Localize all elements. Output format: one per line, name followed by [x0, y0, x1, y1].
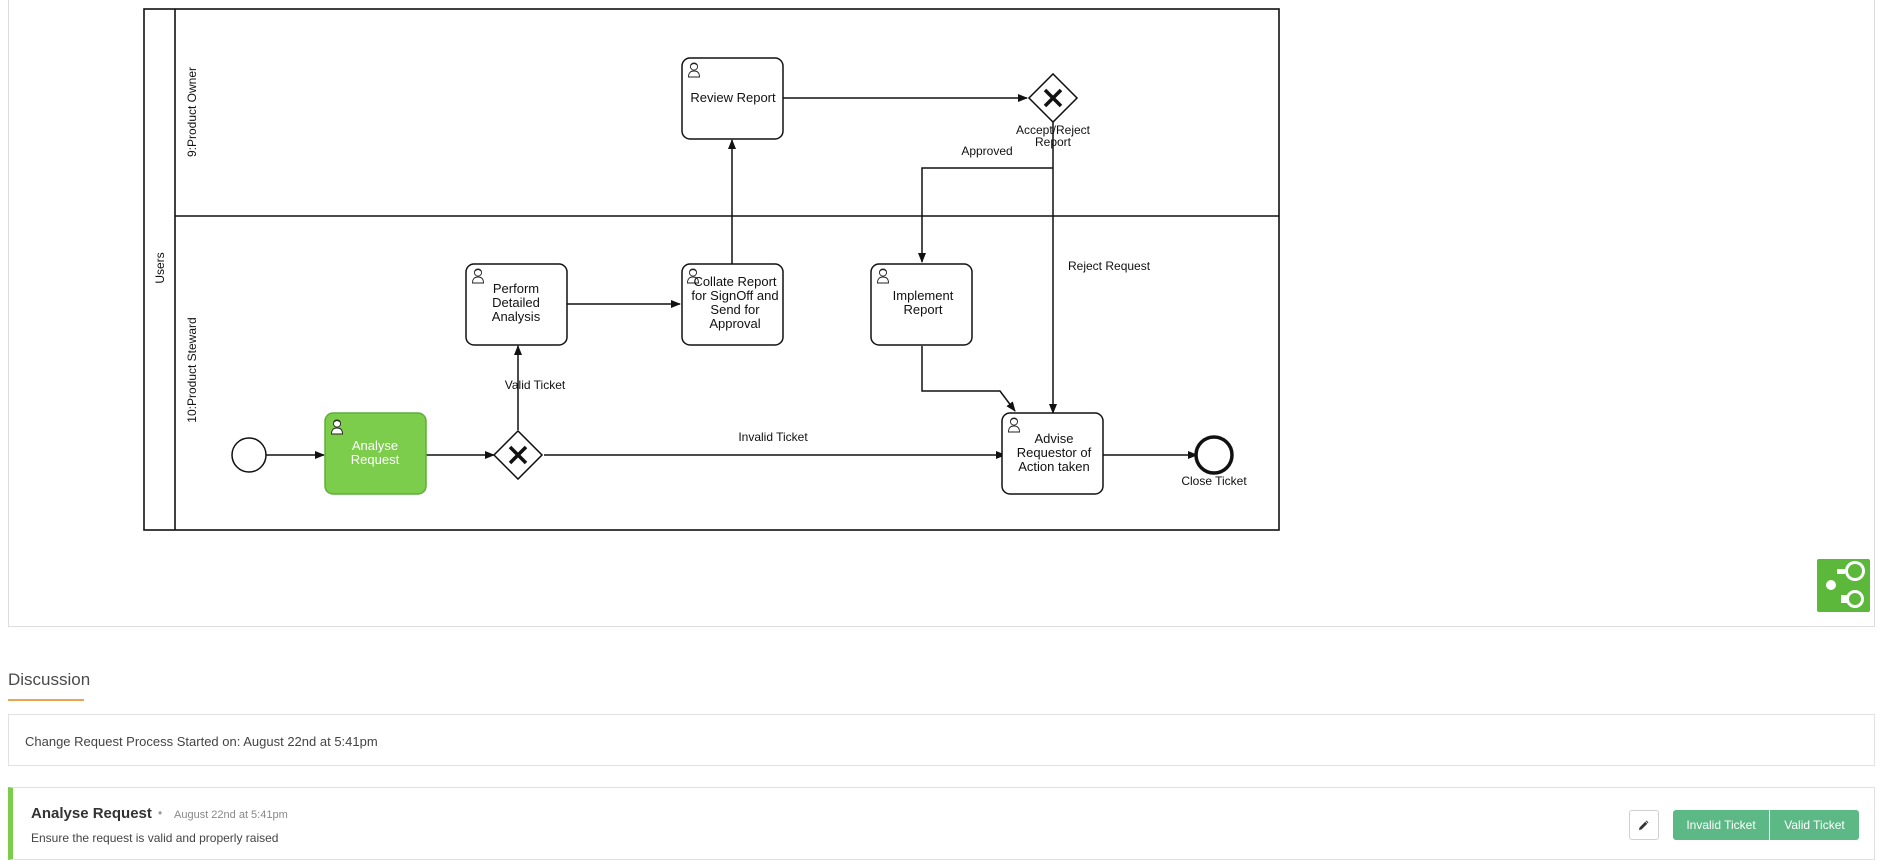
task-perform-analysis-line2: Detailed: [492, 295, 540, 310]
bpmn-diagram: Users 9:Product Owner 10:Product Steward…: [143, 8, 1280, 531]
end-event[interactable]: [1194, 435, 1234, 475]
task-card-description: Ensure the request is valid and properly…: [31, 831, 279, 845]
flow-label-approved: Approved: [961, 144, 1012, 158]
task-implement-report[interactable]: Implement Report: [870, 263, 973, 346]
task-review-report-label: Review Report: [690, 90, 776, 105]
task-implement-report-line1: Implement: [893, 288, 954, 303]
discussion-header: Discussion: [8, 670, 91, 689]
gateway-accept-reject[interactable]: [1027, 72, 1079, 124]
valid-ticket-button[interactable]: Valid Ticket: [1770, 810, 1859, 840]
pool-label: Users: [153, 252, 167, 283]
gateway-validity[interactable]: [492, 429, 544, 481]
task-analyse-request-line2: Request: [351, 452, 400, 467]
discussion-underline: [8, 699, 84, 701]
task-advise-requestor[interactable]: Advise Requestor of Action taken: [1001, 412, 1104, 495]
lane-label-product-owner: 9:Product Owner: [185, 67, 199, 157]
gateway-x-icon: [508, 445, 528, 465]
task-advise-requestor-line2: Requestor of: [1017, 445, 1092, 460]
task-perform-analysis-line3: Analysis: [492, 309, 541, 324]
flow-label-invalid-ticket: Invalid Ticket: [738, 430, 808, 444]
diagram-panel: Users 9:Product Owner 10:Product Steward…: [8, 0, 1875, 627]
flow-approved: [918, 167, 1053, 263]
gateway-accept-reject-label-line1: Accept/Reject: [1016, 123, 1091, 137]
task-collate-report[interactable]: Collate Report for SignOff and Send for …: [681, 263, 784, 346]
task-card-title: Analyse Request: [31, 805, 152, 822]
edit-button[interactable]: [1629, 810, 1659, 840]
task-collate-report-line2: for SignOff and: [691, 288, 778, 303]
process-start-message: Change Request Process Started on: Augus…: [25, 734, 378, 749]
task-perform-detailed-analysis[interactable]: Perform Detailed Analysis: [465, 263, 568, 346]
lane-label-product-steward: 10:Product Steward: [185, 317, 199, 422]
task-collate-report-line3: Send for: [710, 302, 760, 317]
flow-label-reject-request: Reject Request: [1068, 259, 1151, 273]
task-implement-report-line2: Report: [903, 302, 942, 317]
task-analyse-request-line1: Analyse: [352, 438, 398, 453]
task-card-date: August 22nd at 5:41pm: [174, 809, 288, 821]
invalid-ticket-button[interactable]: Invalid Ticket: [1673, 810, 1769, 840]
task-card-analyse-request: Analyse Request • August 22nd at 5:41pm …: [8, 787, 1875, 860]
task-review-report[interactable]: Review Report: [681, 57, 784, 140]
end-event-label: Close Ticket: [1181, 474, 1247, 488]
task-advise-requestor-line3: Action taken: [1018, 459, 1090, 474]
flow-implement-to-advise: [921, 346, 1016, 412]
process-start-message-card: Change Request Process Started on: Augus…: [8, 714, 1875, 766]
task-analyse-request[interactable]: Analyse Request: [324, 412, 427, 495]
start-event[interactable]: [231, 437, 267, 473]
gateway-accept-reject-label-line2: Report: [1035, 135, 1072, 149]
pencil-icon: [1639, 820, 1649, 830]
gateway-x-icon: [1043, 88, 1063, 108]
task-card-separator: •: [158, 806, 163, 820]
puzzle-logo-icon: [1817, 559, 1870, 612]
task-collate-report-line4: Approval: [709, 316, 760, 331]
task-advise-requestor-line1: Advise: [1034, 431, 1073, 446]
flow-label-valid-ticket: Valid Ticket: [505, 378, 566, 392]
task-perform-analysis-line1: Perform: [493, 281, 539, 296]
task-collate-report-line1: Collate Report: [693, 274, 776, 289]
